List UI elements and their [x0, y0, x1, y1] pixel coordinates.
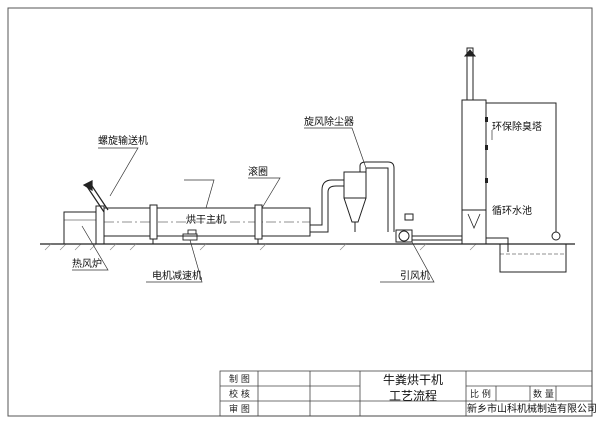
title-block-row-1: 制 图	[229, 373, 250, 385]
drawing-title-line-2: 工艺流程	[389, 388, 437, 403]
label-screw-conveyor: 螺旋输送机	[98, 134, 148, 147]
hot-air-furnace	[63, 205, 105, 245]
rotary-dryer-drum	[103, 204, 311, 244]
cyclone-dust-collector	[343, 161, 395, 232]
induced-draft-fan	[395, 213, 462, 243]
recirculation-pipe	[486, 102, 561, 252]
motor-reducer	[182, 229, 198, 241]
circulating-water-pool	[499, 244, 567, 273]
label-cyclone: 旋风除尘器	[304, 115, 354, 128]
scale-label: 比 例	[470, 388, 491, 400]
deodorizing-tower	[461, 47, 488, 245]
label-hot-air-furnace: 热风炉	[72, 257, 102, 270]
label-motor-reducer: 电机减速机	[152, 269, 202, 282]
title-block-row-3: 审 图	[229, 403, 250, 415]
label-dryer-main: 烘干主机	[186, 213, 226, 226]
label-induced-fan: 引风机	[400, 269, 430, 282]
screw-conveyor	[82, 180, 109, 213]
exhaust-duct	[310, 179, 344, 233]
ground-hatch	[44, 243, 477, 251]
label-leaders	[72, 127, 493, 283]
title-block-row-2: 校 核	[229, 388, 250, 400]
label-deodorizing-tower: 环保除臭塔	[492, 120, 542, 133]
label-riding-ring: 滚圈	[248, 165, 268, 178]
label-circulating-pool: 循环水池	[492, 204, 532, 217]
company-name: 新乡市山科机械制造有限公司	[467, 402, 597, 415]
drawing-title-line-1: 牛粪烘干机	[383, 372, 443, 387]
title-block	[219, 370, 593, 417]
quantity-label: 数 量	[533, 388, 554, 400]
